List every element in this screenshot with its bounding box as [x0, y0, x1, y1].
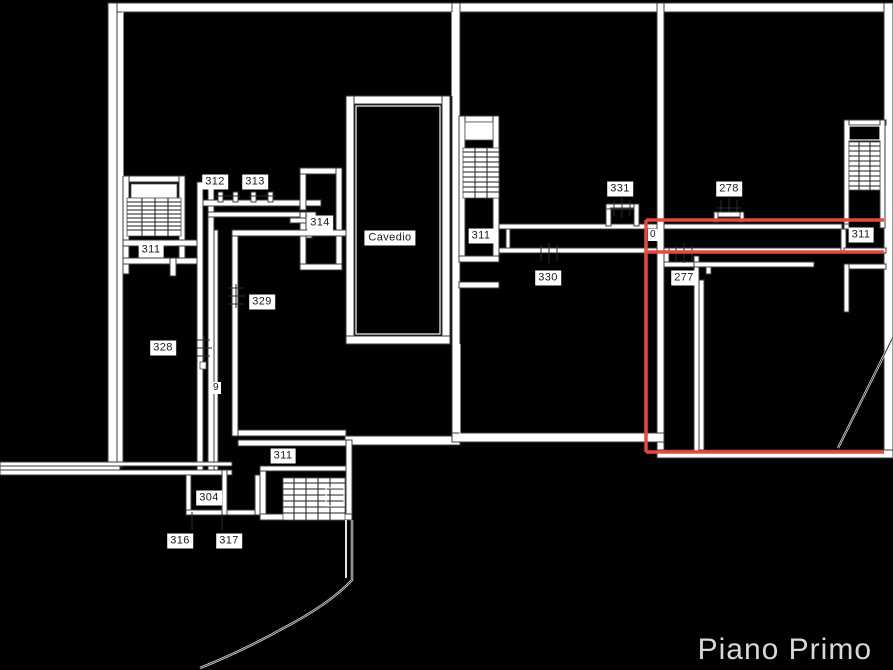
door-330 — [537, 243, 561, 263]
cavedio-label: Cavedio — [364, 230, 416, 246]
room-label: 311 — [848, 227, 874, 243]
stair-center-group — [458, 115, 500, 289]
room-label: 328 — [150, 340, 176, 356]
room-label: 329 — [249, 294, 275, 310]
room-label: 0 — [648, 229, 658, 241]
door-328 — [196, 336, 212, 360]
room-label: 277 — [671, 270, 697, 286]
room-label: 278 — [716, 181, 742, 197]
room-label: 9 — [211, 382, 221, 394]
room-label: 304 — [196, 490, 222, 506]
room-label: 311 — [468, 228, 494, 244]
door-329 — [228, 284, 246, 308]
stair-treads-center — [463, 148, 499, 198]
room-label: 311 — [270, 448, 296, 464]
room-label: 311 — [138, 242, 164, 258]
room-label: 331 — [607, 181, 633, 197]
stair-treads-east — [849, 142, 880, 190]
sheet-title: Piano Primo — [697, 633, 872, 666]
room-label: 313 — [242, 174, 268, 190]
east-wing — [663, 119, 893, 452]
room-label: 316 — [167, 533, 193, 549]
west-wing-walls — [122, 175, 215, 473]
cavedio-courtyard — [213, 95, 451, 471]
room-label: 312 — [202, 174, 228, 190]
curved-path — [199, 520, 354, 670]
room-label: 317 — [216, 533, 242, 549]
detail-lines — [122, 12, 461, 436]
south-west-rooms — [0, 439, 353, 530]
highlighted-route-path[interactable] — [644, 218, 884, 454]
room-label: 330 — [535, 270, 561, 286]
stair-treads-west — [127, 198, 181, 236]
central-corridor — [498, 198, 658, 263]
stair-treads-south — [283, 478, 345, 520]
room-label: 314 — [307, 215, 333, 231]
door-331 — [610, 198, 634, 218]
